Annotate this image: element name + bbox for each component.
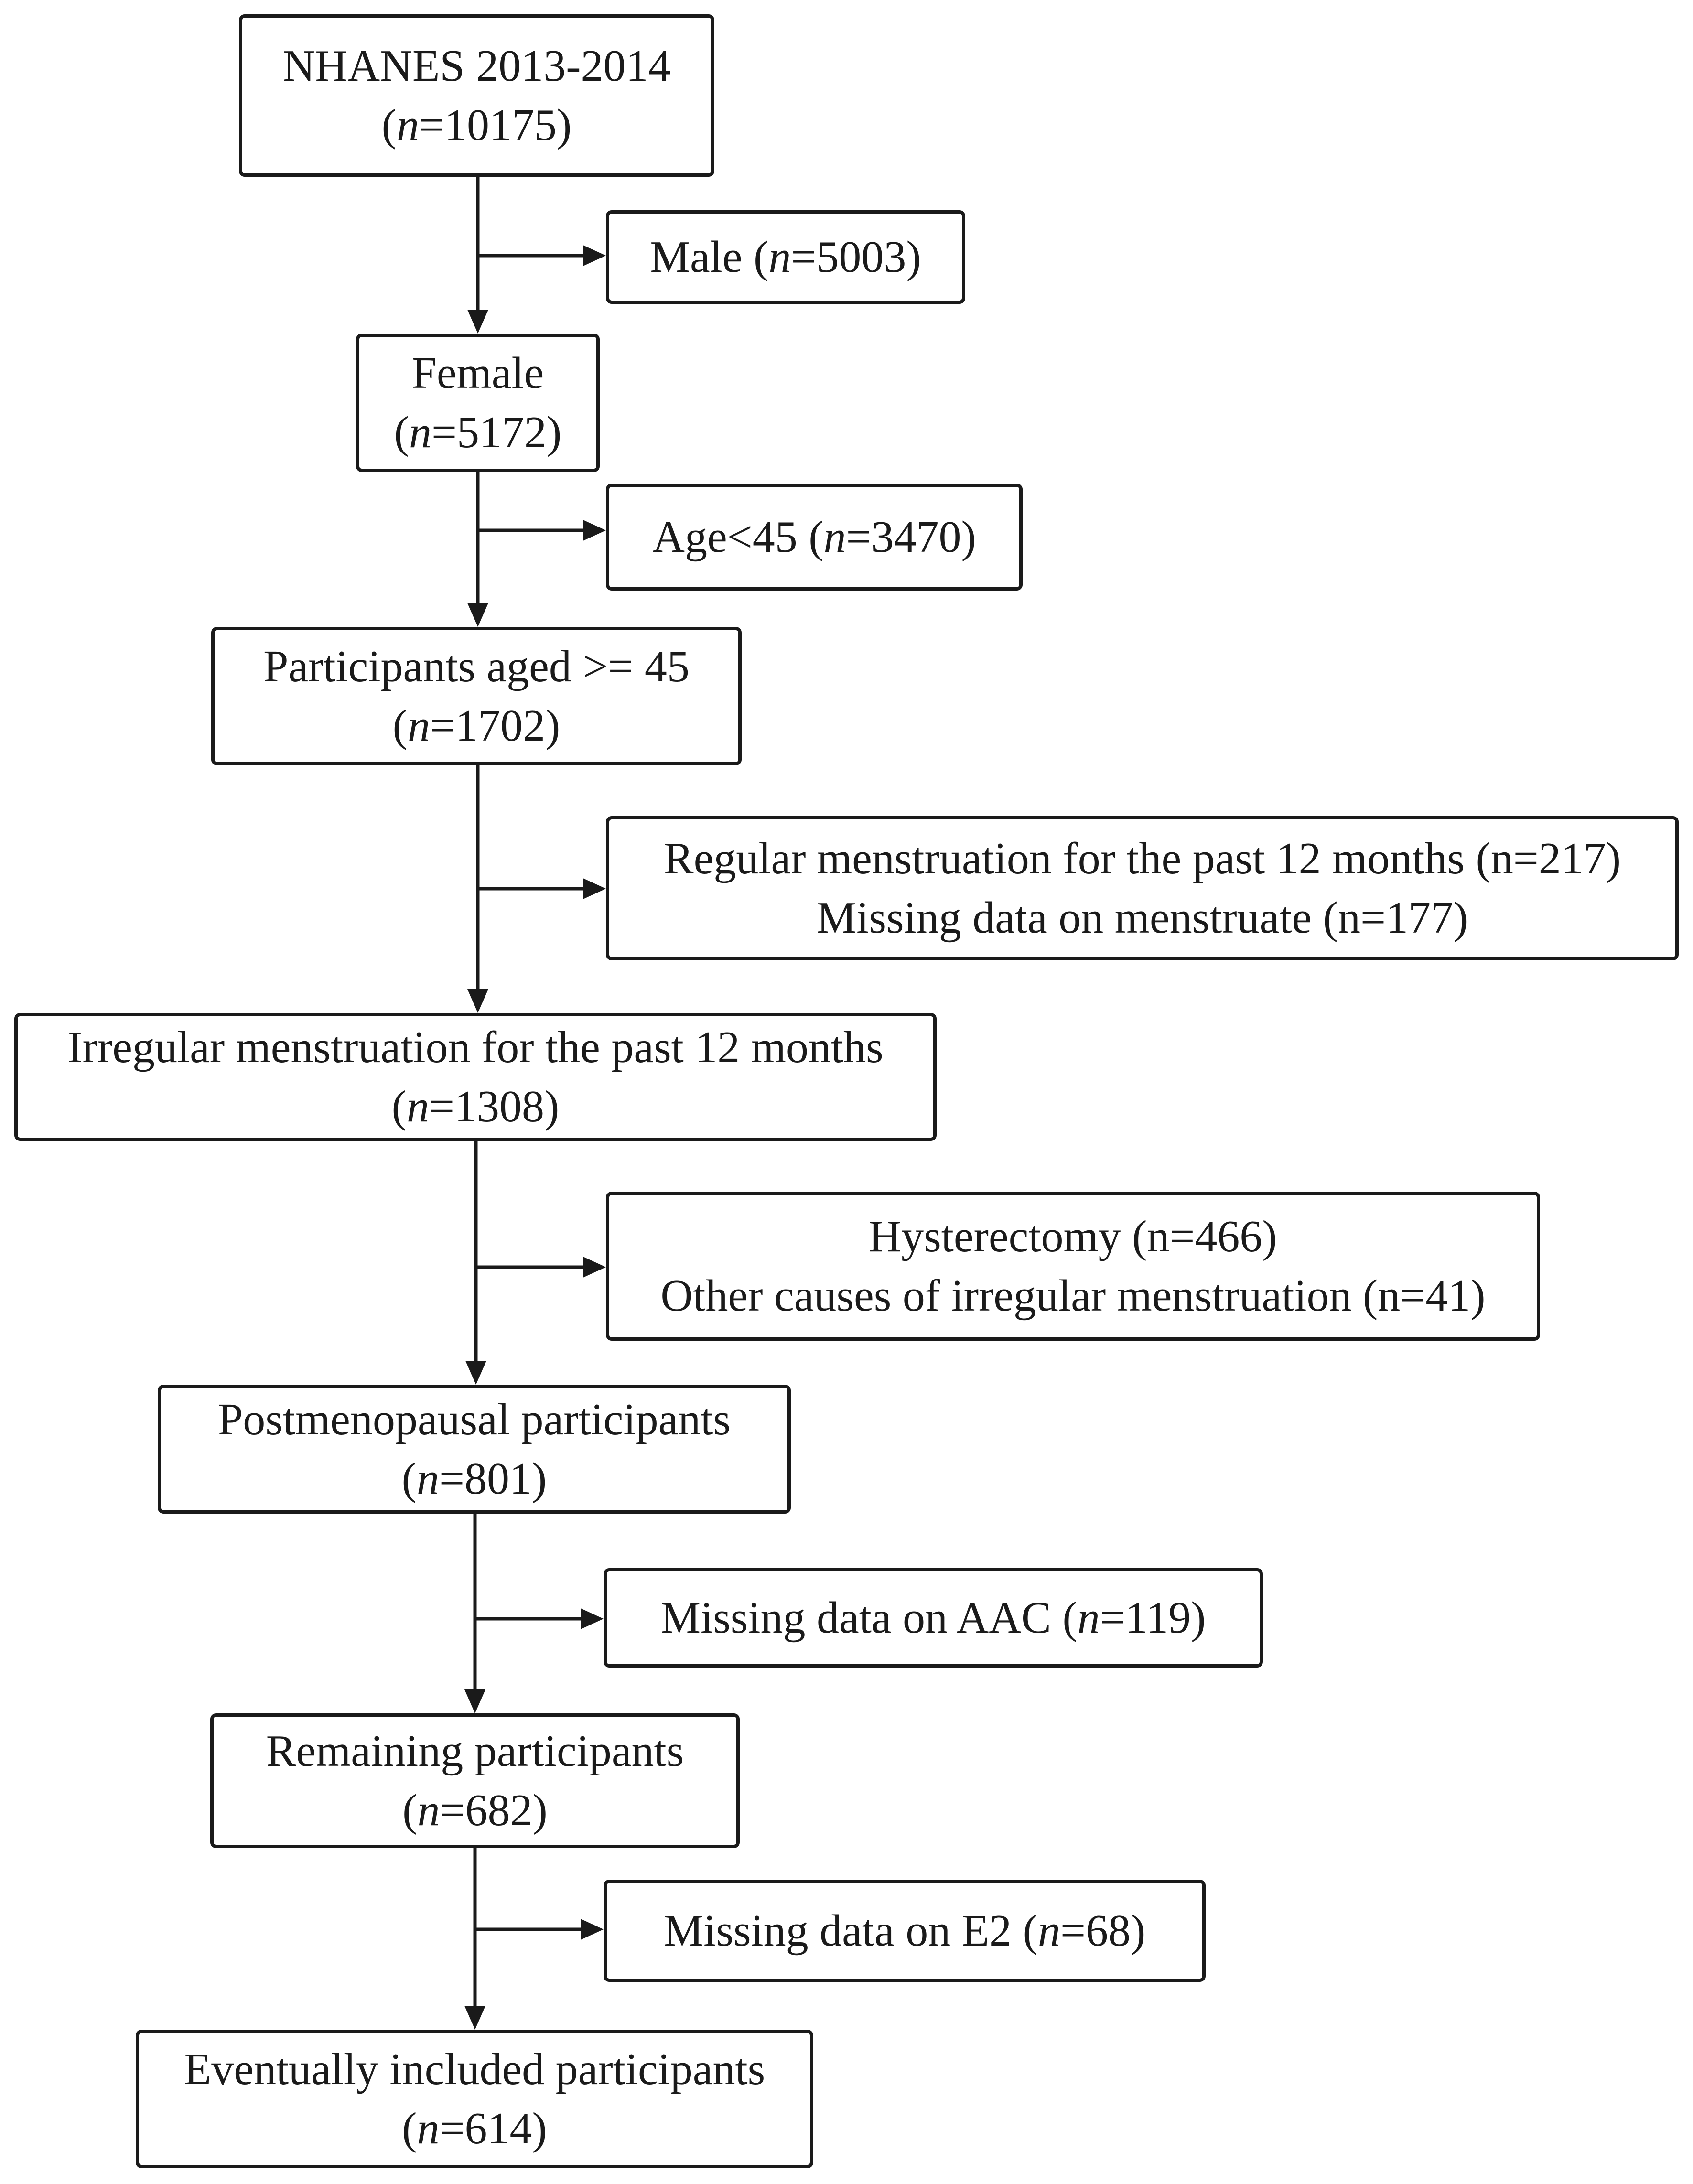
count-value: =3470)	[846, 512, 976, 562]
paren-open: (	[391, 1082, 407, 1131]
box-eventually-included: Eventually included participants (n=614)	[136, 2030, 813, 2168]
regular-line-1: Regular menstruation for the past 12 mon…	[663, 833, 1621, 883]
count-value: =682)	[440, 1786, 548, 1835]
n-variable: n	[768, 232, 791, 282]
arrow-to-female	[467, 310, 488, 334]
aged45-title: Participants aged >= 45	[263, 641, 690, 691]
box-female: Female (n=5172)	[356, 334, 600, 472]
n-variable: n	[823, 512, 846, 562]
n-variable: n	[416, 1454, 439, 1504]
n-variable: n	[417, 1786, 440, 1835]
arrow-to-remaining	[464, 1689, 485, 1713]
age-label-line: Age<45 (n=3470)	[652, 507, 976, 567]
regular-line-2: Missing data on menstruate (n=177)	[816, 893, 1468, 943]
hyst-line-1: Hysterectomy (n=466)	[869, 1211, 1277, 1261]
box-missing-e2-excluded: Missing data on E2 (n=68)	[604, 1880, 1206, 1982]
box-nhanes: NHANES 2013-2014 (n=10175)	[239, 14, 714, 177]
arrow-to-e2	[581, 1919, 604, 1940]
count-value: =614)	[439, 2104, 547, 2153]
n-variable: n	[417, 2104, 440, 2153]
included-count: (n=614)	[402, 2099, 547, 2158]
box-male-excluded: Male (n=5003)	[606, 210, 965, 304]
box-hysterectomy-excluded: Hysterectomy (n=466) Other causes of irr…	[606, 1192, 1540, 1341]
e2-label: Missing data on E2	[663, 1905, 1023, 1956]
remaining-title: Remaining participants	[266, 1726, 684, 1776]
arrow-to-regular	[583, 878, 606, 899]
nhanes-count: (n=10175)	[382, 96, 572, 155]
paren-open: (	[402, 1786, 418, 1835]
aac-label-line: Missing data on AAC (n=119)	[661, 1588, 1206, 1647]
age-label: Age<45	[652, 512, 809, 562]
paren-open: (	[809, 512, 824, 562]
aged45-count: (n=1702)	[393, 696, 561, 755]
paren-open: (	[381, 100, 397, 150]
nhanes-title: NHANES 2013-2014	[282, 41, 671, 91]
count-value: =1308)	[429, 1082, 560, 1131]
n-variable: n	[407, 701, 430, 751]
arrow-to-included	[464, 2006, 485, 2030]
irregular-count: (n=1308)	[392, 1077, 560, 1136]
count-value: =5172)	[431, 408, 562, 457]
male-label: Male	[650, 232, 754, 282]
box-aged-45-plus: Participants aged >= 45 (n=1702)	[211, 627, 742, 765]
box-remaining-participants: Remaining participants (n=682)	[210, 1713, 740, 1848]
arrow-to-aged45	[467, 603, 488, 627]
irregular-title: Irregular menstruation for the past 12 m…	[67, 1022, 884, 1072]
female-count: (n=5172)	[394, 403, 562, 462]
arrow-to-age	[583, 520, 606, 541]
included-title: Eventually included participants	[183, 2044, 766, 2094]
n-variable: n	[1037, 1905, 1060, 1956]
paren-open: (	[754, 232, 769, 282]
n-variable: n	[409, 408, 431, 457]
arrow-to-male	[583, 245, 606, 266]
remaining-count: (n=682)	[402, 1781, 548, 1840]
hyst-line-2: Other causes of irregular menstruation (…	[660, 1271, 1486, 1321]
female-title: Female	[411, 348, 544, 398]
n-variable: n	[1077, 1592, 1100, 1643]
postmeno-title: Postmenopausal participants	[218, 1394, 731, 1444]
count-value: =5003)	[791, 232, 921, 282]
arrow-to-aac	[581, 1608, 604, 1629]
count-value: =1702)	[430, 701, 561, 751]
box-postmenopausal: Postmenopausal participants (n=801)	[158, 1385, 791, 1514]
count-value: =119)	[1100, 1592, 1206, 1643]
e2-label-line: Missing data on E2 (n=68)	[664, 1901, 1146, 1960]
arrow-to-irregular	[467, 989, 488, 1013]
aac-label: Missing data on AAC	[660, 1592, 1063, 1643]
count-value: =68)	[1060, 1905, 1146, 1956]
paren-open: (	[1062, 1592, 1078, 1643]
count-value: =10175)	[419, 100, 572, 150]
n-variable: n	[396, 100, 419, 150]
n-variable: n	[406, 1082, 429, 1131]
paren-open: (	[401, 1454, 417, 1504]
count-value: =801)	[439, 1454, 547, 1504]
postmeno-count: (n=801)	[402, 1449, 547, 1508]
paren-open: (	[394, 408, 409, 457]
paren-open: (	[392, 701, 408, 751]
box-irregular-menstruation: Irregular menstruation for the past 12 m…	[14, 1013, 937, 1141]
male-label-line: Male (n=5003)	[650, 227, 921, 287]
arrow-to-postmeno	[465, 1361, 486, 1385]
box-regular-menstruation-excluded: Regular menstruation for the past 12 mon…	[606, 816, 1679, 960]
paren-open: (	[402, 2104, 417, 2153]
box-missing-aac-excluded: Missing data on AAC (n=119)	[604, 1568, 1263, 1668]
paren-open: (	[1023, 1905, 1038, 1956]
box-age-under-45-excluded: Age<45 (n=3470)	[606, 484, 1023, 591]
arrow-to-hyst	[583, 1257, 606, 1278]
